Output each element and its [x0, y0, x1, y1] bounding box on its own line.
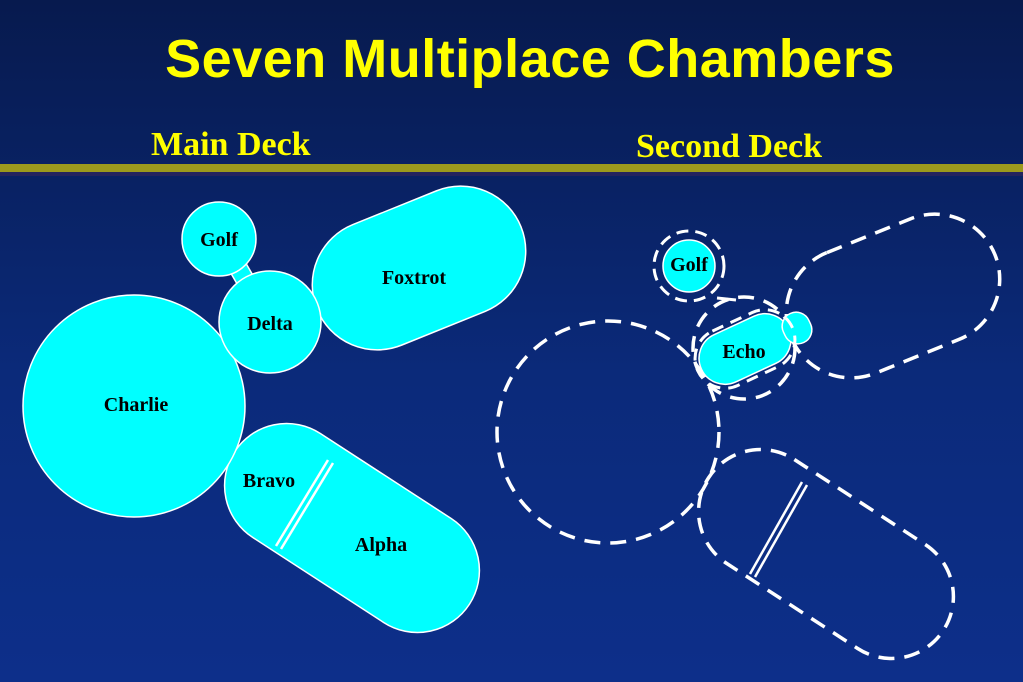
alpha-bravo-footprint-outline: [696, 447, 956, 661]
echo-dashed-outline: [693, 308, 797, 390]
second-deck-label: Second Deck: [636, 128, 823, 165]
golf-label-second: Golf: [670, 254, 708, 276]
header-rule-shadow: [0, 172, 1023, 176]
foxtrot-footprint-outline: [784, 212, 1002, 380]
echo-label: Echo: [722, 341, 765, 363]
second-deck-outlines: [495, 212, 1002, 661]
golf-dashed-outline: [652, 229, 726, 303]
delta-chamber[interactable]: [218, 270, 322, 374]
golf-label-main: Golf: [200, 229, 238, 251]
charlie-chamber[interactable]: [22, 294, 246, 518]
delta-footprint-outline: [691, 295, 797, 401]
charlie-footprint-outline: [495, 319, 721, 545]
golf-echo-connector: [716, 296, 737, 302]
bravo-alpha-divider: [274, 459, 335, 550]
second-deck-divider: [748, 481, 809, 578]
alpha-label: Alpha: [355, 534, 407, 556]
charlie-label: Charlie: [104, 394, 169, 416]
golf-chamber-main[interactable]: [181, 201, 257, 277]
alpha-bravo-chamber[interactable]: [201, 400, 503, 656]
foxtrot-label: Foxtrot: [382, 267, 446, 289]
page-title: Seven Multiplace Chambers: [165, 29, 895, 89]
main-deck-label: Main Deck: [151, 126, 311, 163]
delta-label: Delta: [247, 313, 293, 335]
golf-chamber-second[interactable]: [662, 239, 716, 293]
bravo-label: Bravo: [243, 470, 295, 492]
main-deck-diagram: [22, 185, 527, 656]
header-rule: [0, 164, 1023, 172]
